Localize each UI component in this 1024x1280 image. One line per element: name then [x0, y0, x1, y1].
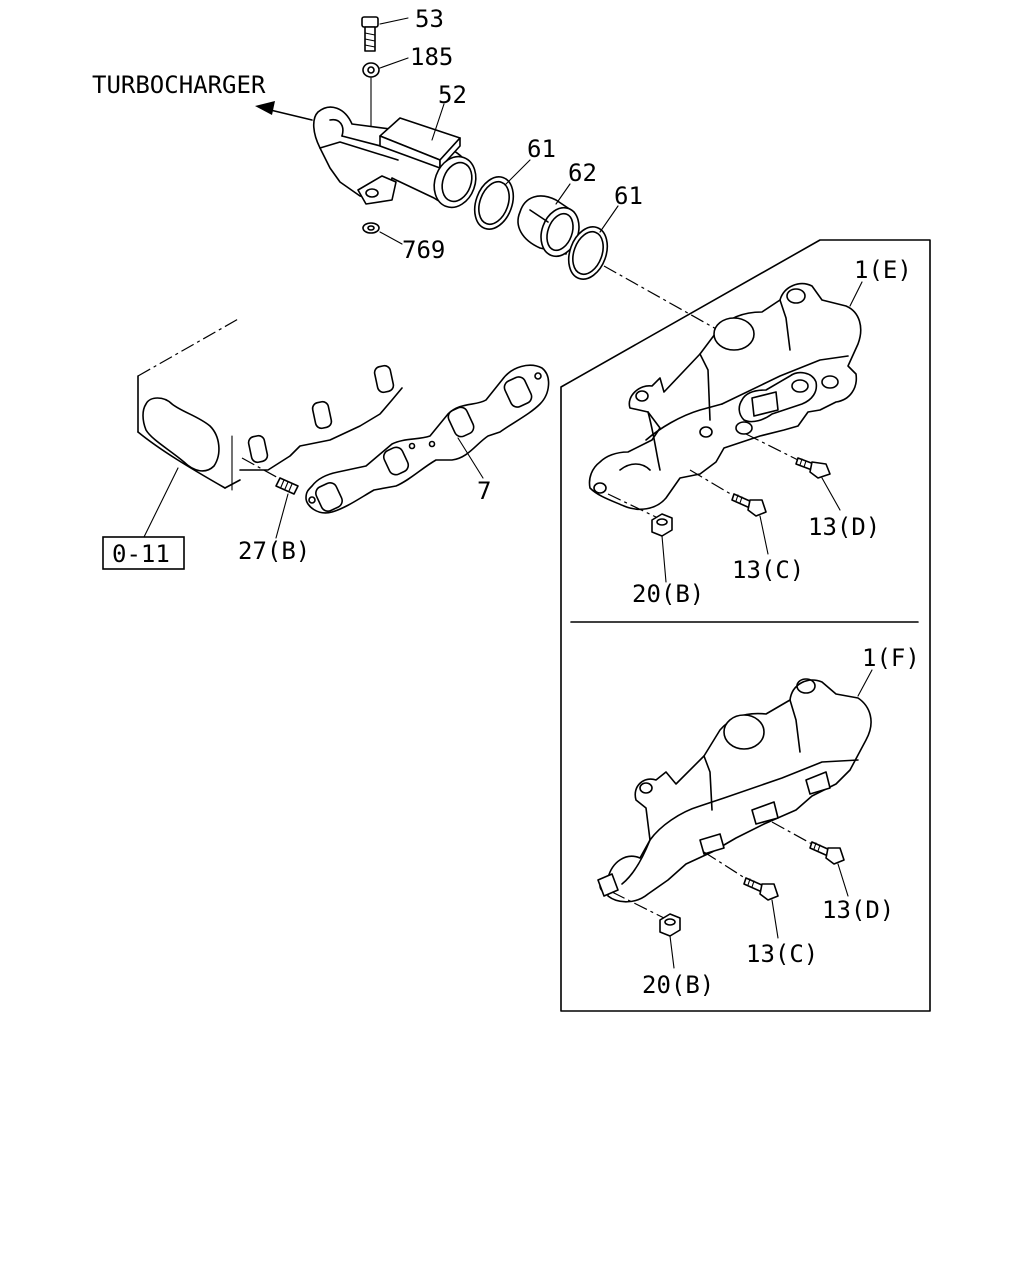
- pipe-52: [312, 106, 477, 209]
- stud-27b: [241, 457, 299, 495]
- exhaust-manifold-1e: [588, 282, 862, 519]
- clamp-61-right: [567, 226, 609, 280]
- callout-1e: 1(E): [854, 256, 912, 284]
- callout-13d-bottom: 13(D): [822, 896, 894, 924]
- callout-27b: 27(B): [238, 537, 310, 565]
- callout-13d-top: 13(D): [808, 513, 880, 541]
- reference-box: 0-11: [102, 536, 185, 570]
- callout-61-left: 61: [527, 135, 556, 163]
- bolt-13d-bottom: [809, 841, 845, 865]
- bolt-53: [361, 16, 379, 52]
- bolt-13c-top: [731, 493, 767, 517]
- callout-20b-top: 20(B): [632, 580, 704, 608]
- nut-20b-bottom: [659, 913, 681, 937]
- bolt-13c-bottom: [743, 877, 779, 901]
- bolt-13d-top: [795, 457, 831, 479]
- callout-769: 769: [402, 236, 445, 264]
- exhaust-manifold-1f: [597, 678, 872, 919]
- callout-61-right: 61: [614, 182, 643, 210]
- callout-7: 7: [477, 477, 491, 505]
- reference-box-label: 0-11: [112, 540, 170, 568]
- washer-185: [362, 62, 380, 78]
- callout-53: 53: [415, 5, 444, 33]
- callout-13c-bottom: 13(C): [746, 940, 818, 968]
- gasket-7: [305, 364, 550, 514]
- callout-1f: 1(F): [862, 644, 920, 672]
- callout-185: 185: [410, 43, 453, 71]
- turbocharger-arrow: [255, 101, 313, 121]
- variant-panel: [560, 239, 931, 1012]
- callout-20b-bottom: 20(B): [642, 971, 714, 999]
- callout-13c-top: 13(C): [732, 556, 804, 584]
- nut-20b-top: [651, 513, 673, 537]
- clamp-61-left: [473, 176, 515, 230]
- turbo-pipe-assembly: TURBOCHARGER: [92, 16, 719, 331]
- washer-769: [362, 222, 380, 234]
- cylinder-head: [137, 317, 403, 491]
- callout-52: 52: [438, 81, 467, 109]
- hose-62: [517, 195, 580, 258]
- turbocharger-label: TURBOCHARGER: [92, 71, 266, 99]
- callout-62: 62: [568, 159, 597, 187]
